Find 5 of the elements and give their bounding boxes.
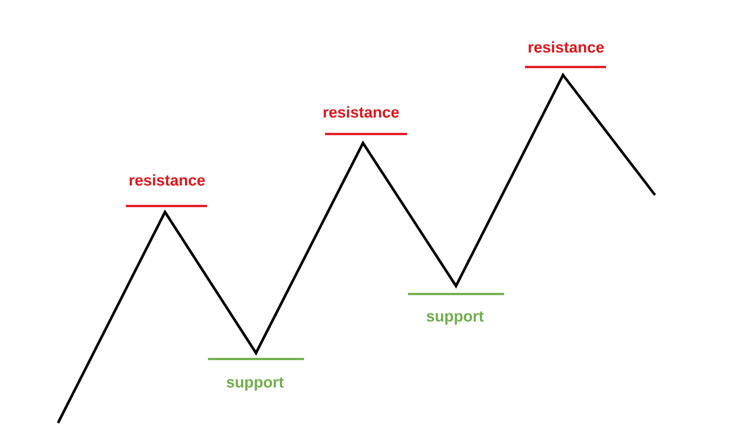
level-label: resistance [528, 41, 604, 53]
level-label: support [226, 377, 284, 391]
level-label: resistance [324, 106, 399, 118]
level-label: resistance [130, 174, 205, 186]
level-label: support [426, 311, 484, 325]
